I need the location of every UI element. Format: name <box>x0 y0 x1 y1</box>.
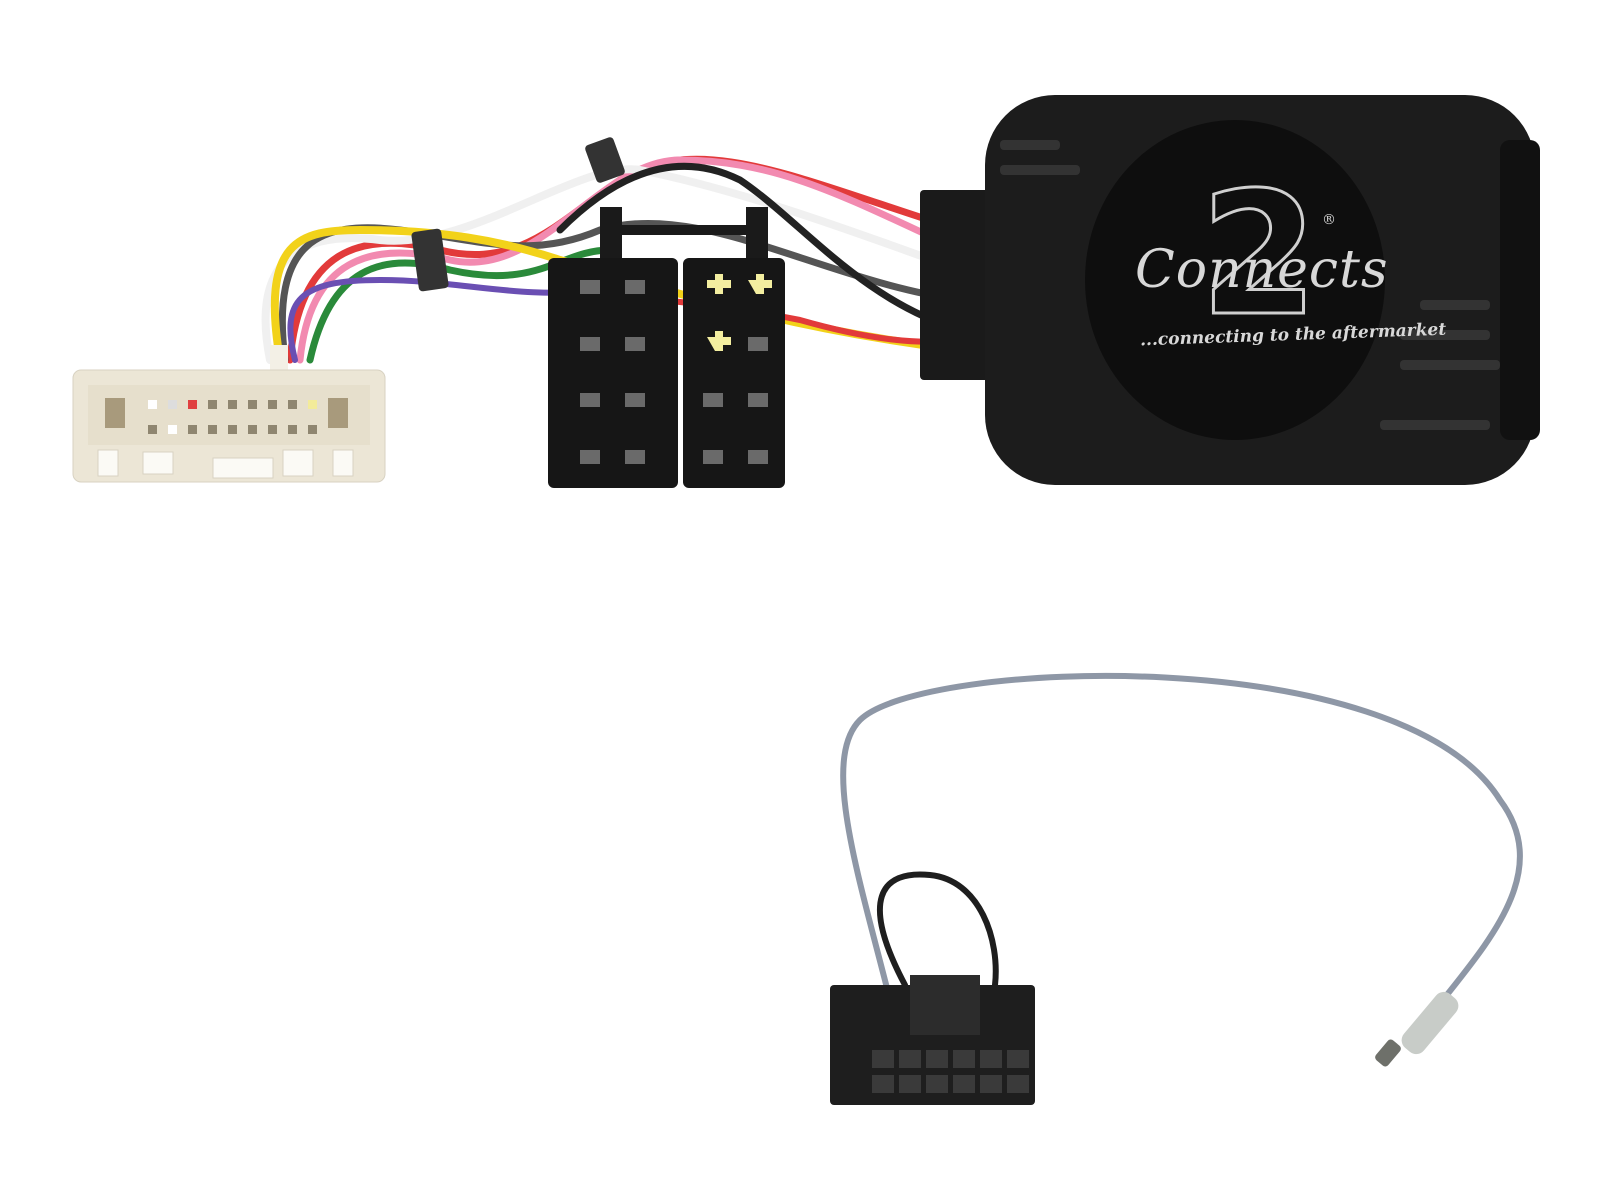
antenna-plug <box>1375 991 1459 1067</box>
logo-number: 2 <box>1198 156 1319 354</box>
interface-module <box>920 95 1540 485</box>
patch-lead-connector <box>830 975 1035 1105</box>
registered-mark: ® <box>1322 212 1336 228</box>
vehicle-connector <box>72 345 386 483</box>
patch-lead <box>840 672 1523 1033</box>
iso-connector <box>548 207 785 488</box>
logo-brand: Connects <box>1135 240 1389 300</box>
wire-bundle <box>261 137 964 364</box>
